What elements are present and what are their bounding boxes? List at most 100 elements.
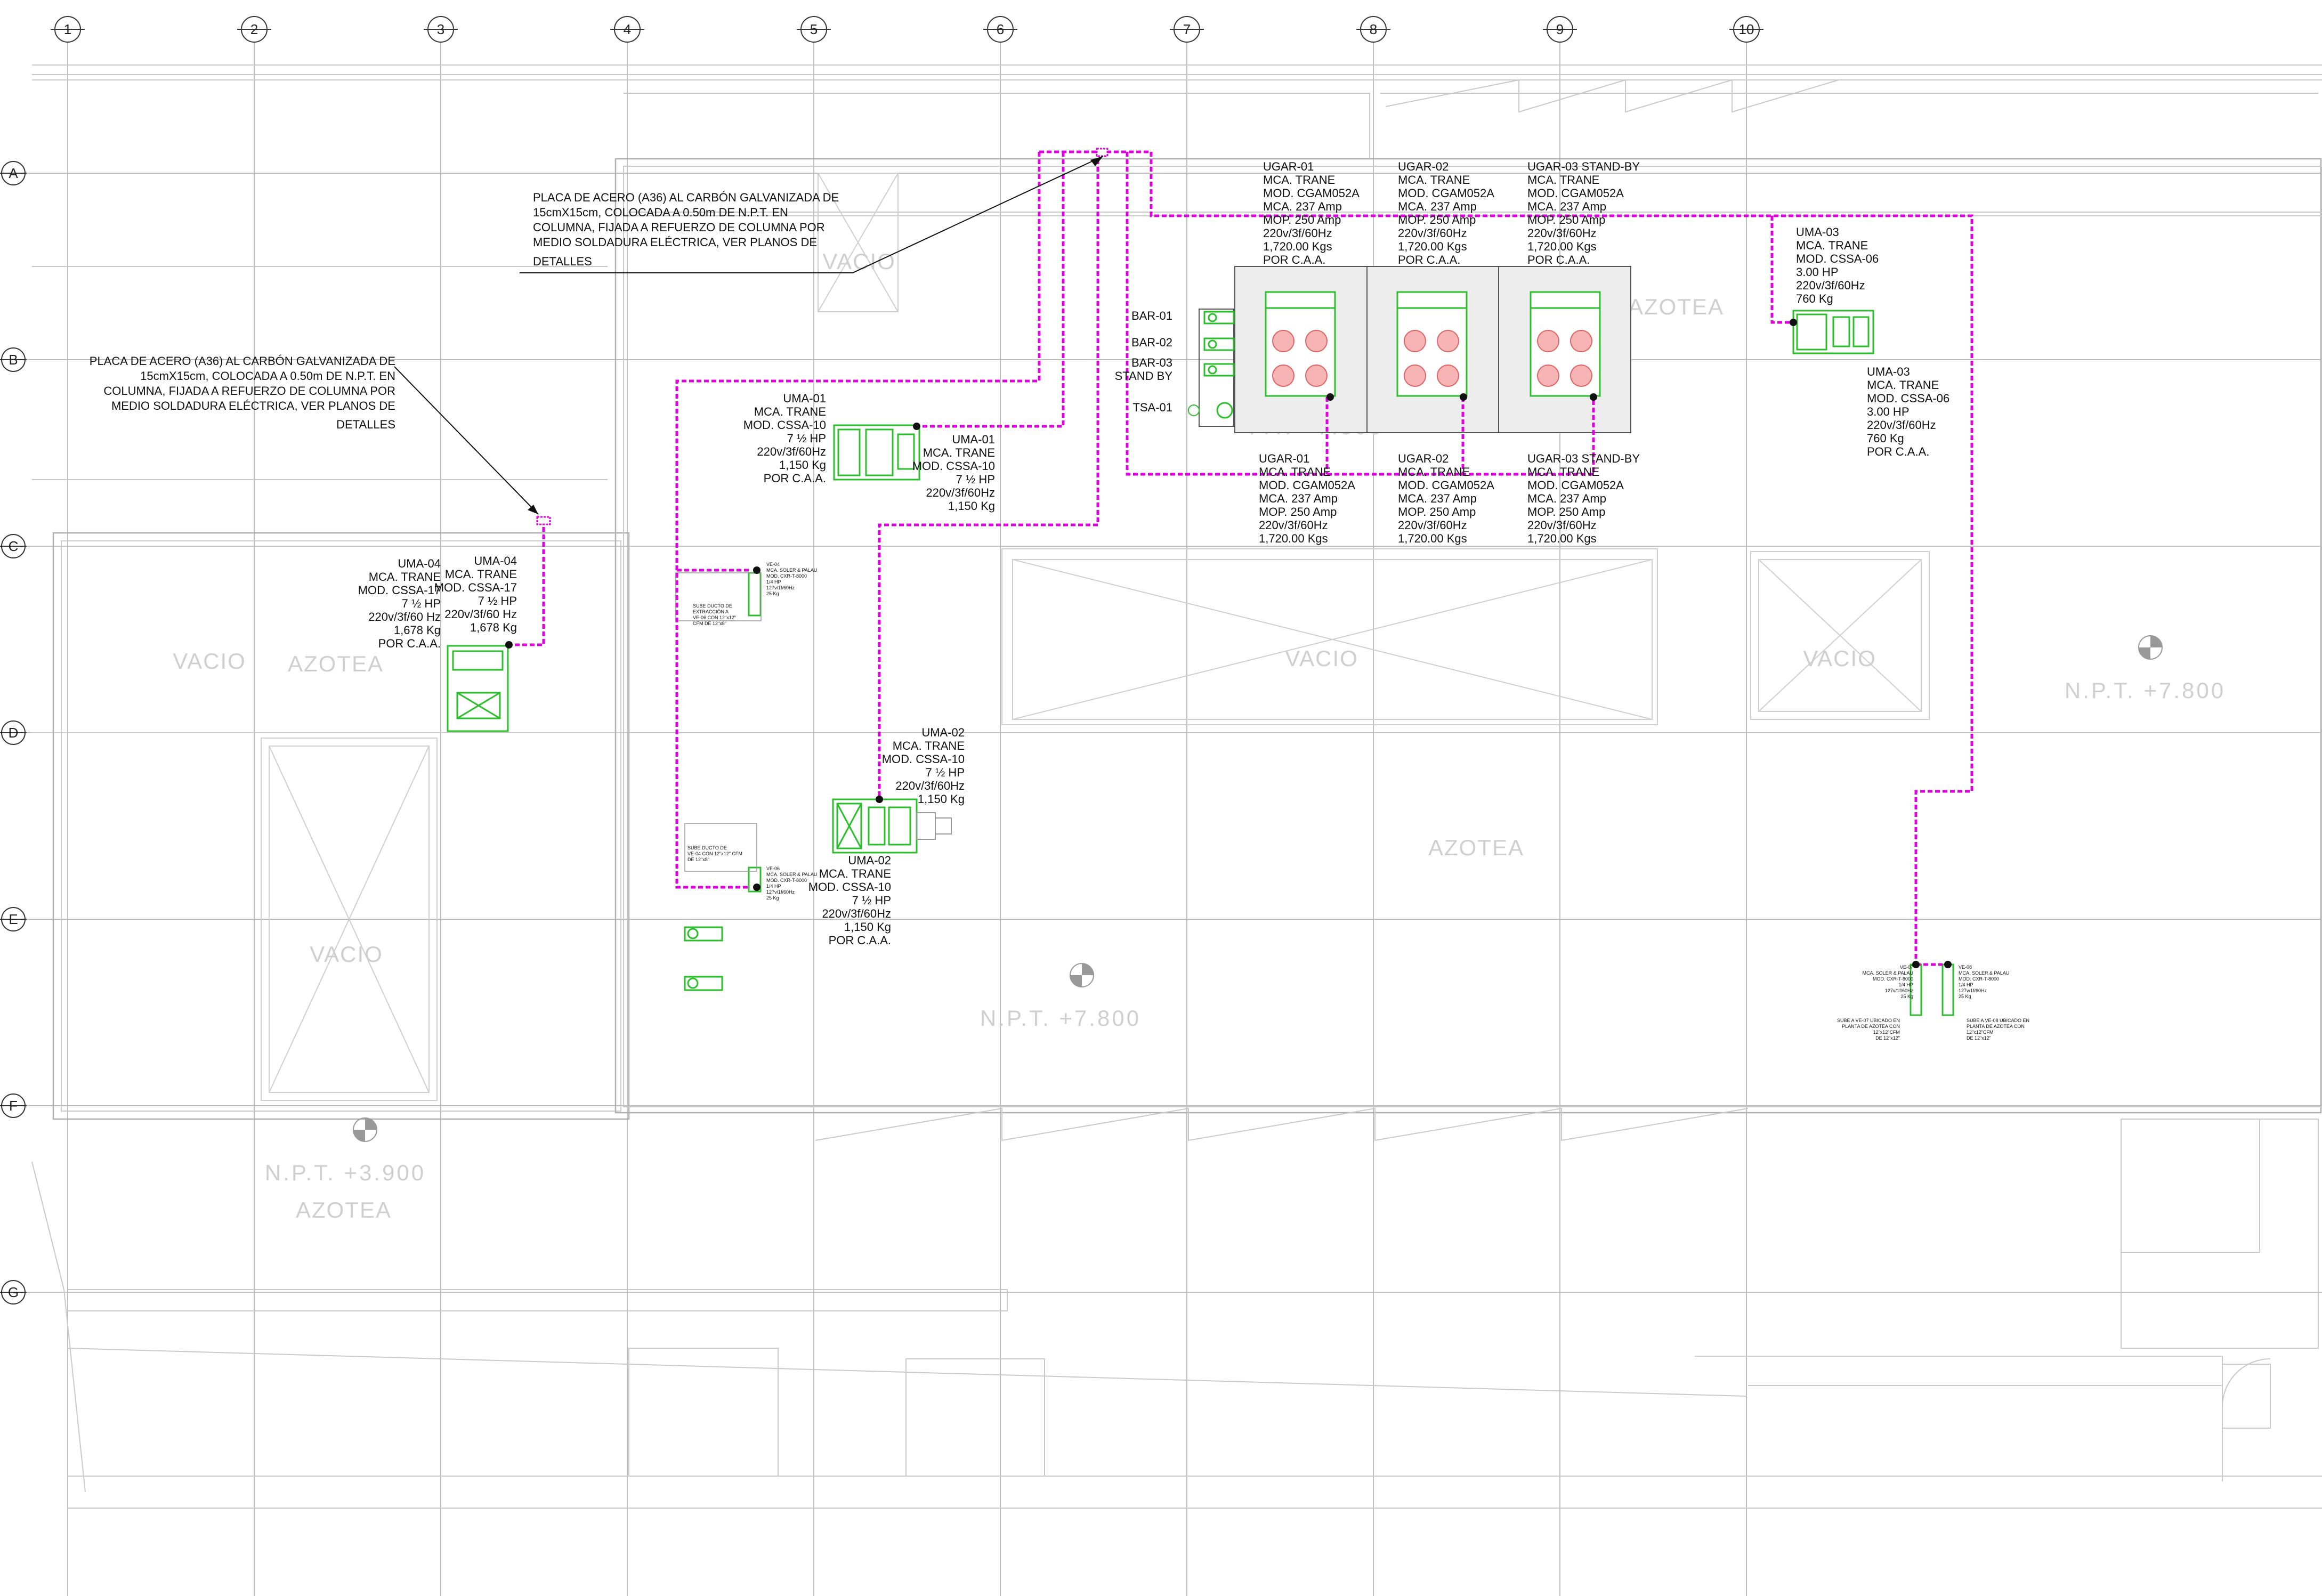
column-label: 10 — [1739, 21, 1754, 37]
svg-text:MCA. TRANE: MCA. TRANE — [1259, 465, 1331, 479]
svg-text:MCA. TRANE: MCA. TRANE — [1527, 173, 1599, 187]
uma-01-unit — [833, 424, 920, 481]
uma-04-unit — [447, 645, 509, 732]
svg-text:MOP. 250 Amp: MOP. 250 Amp — [1259, 505, 1337, 519]
svg-text:UMA-03: UMA-03 — [1867, 365, 1910, 378]
svg-text:MCA. TRANE: MCA. TRANE — [1398, 465, 1470, 479]
note-leaders — [394, 156, 1104, 515]
svg-text:220v/3f/60Hz: 220v/3f/60Hz — [1867, 418, 1936, 432]
column-bubble: 4 — [610, 16, 644, 43]
svg-text:BAR-03: BAR-03 — [1131, 356, 1172, 369]
architecture — [31, 64, 2322, 1509]
zone-vacio: VACIO — [1803, 646, 1876, 671]
svg-text:MOD. CSSA-10: MOD. CSSA-10 — [743, 418, 826, 432]
svg-text:127v/1f/60Hz: 127v/1f/60Hz — [1885, 988, 1914, 993]
svg-text:MOD. CSSA-06: MOD. CSSA-06 — [1867, 392, 1949, 405]
ahu-units — [447, 310, 1954, 1016]
svg-text:1,720.00 Kgs: 1,720.00 Kgs — [1398, 240, 1467, 253]
svg-text:UMA-02: UMA-02 — [848, 854, 891, 867]
svg-text:MCA. 237 Amp: MCA. 237 Amp — [1263, 200, 1342, 213]
svg-text:UMA-04: UMA-04 — [474, 554, 517, 568]
row-bubble: G — [0, 1280, 27, 1305]
note-line: COLUMNA, FIJADA A REFUERZO DE COLUMNA PO… — [533, 221, 825, 234]
svg-text:MOD. CGAM052A: MOD. CGAM052A — [1527, 187, 1624, 200]
uma-04-label-left: UMA-04 MCA. TRANE MOD. CSSA-17 7 ½ HP 22… — [358, 557, 441, 650]
uma-01-label-left: UMA-01 MCA. TRANE MOD. CSSA-10 7 ½ HP 22… — [743, 392, 826, 485]
svg-text:MCA. TRANE: MCA. TRANE — [893, 739, 965, 752]
row-bubble: D — [0, 720, 27, 745]
column-bubble: 2 — [237, 16, 271, 43]
svg-text:127v/1f/60Hz: 127v/1f/60Hz — [766, 889, 795, 895]
column-bubble: 3 — [424, 16, 458, 43]
svg-text:MCA. TRANE: MCA. TRANE — [754, 405, 826, 418]
zone-vacio: VACIO — [310, 942, 383, 967]
svg-text:220v/3f/60Hz: 220v/3f/60Hz — [1263, 226, 1332, 240]
uma-03-label-top: UMA-03 MCA. TRANE MOD. CSSA-06 3.00 HP 2… — [1796, 225, 1879, 305]
row-label: A — [9, 165, 18, 181]
svg-text:MCA. TRANE: MCA. TRANE — [369, 570, 441, 584]
chiller-ugar-02 — [1396, 291, 1468, 397]
exhaust-fans — [675, 572, 1954, 1016]
svg-text:7 ½ HP: 7 ½ HP — [478, 594, 517, 607]
level-label: N.P.T. +7.800 — [2065, 678, 2226, 703]
zone-azotea: AZOTEA — [1628, 294, 1724, 319]
svg-text:MOP. 250 Amp: MOP. 250 Amp — [1527, 213, 1605, 226]
row-label: G — [8, 1284, 19, 1300]
zone-azotea: AZOTEA — [296, 1197, 392, 1222]
svg-text:VE-07: VE-07 — [1900, 965, 1913, 970]
svg-text:MCA. SOLER & PALAU: MCA. SOLER & PALAU — [1959, 970, 2009, 976]
svg-text:7 ½ HP: 7 ½ HP — [852, 894, 891, 907]
svg-text:MOD. CXR-T-8000: MOD. CXR-T-8000 — [766, 878, 807, 883]
bar-pumps — [1188, 309, 1235, 427]
svg-text:MOD. CSSA-10: MOD. CSSA-10 — [912, 459, 995, 473]
svg-text:UMA-01: UMA-01 — [783, 392, 826, 405]
svg-text:UGAR-02: UGAR-02 — [1398, 452, 1449, 465]
svg-text:220v/3f/60Hz: 220v/3f/60Hz — [1796, 279, 1865, 292]
svg-text:MCA. 237 Amp: MCA. 237 Amp — [1259, 492, 1338, 505]
svg-text:VE-06 CON 12"x12": VE-06 CON 12"x12" — [693, 615, 736, 620]
svg-text:220v/3f/60 Hz: 220v/3f/60 Hz — [444, 607, 517, 621]
svg-text:BAR-01: BAR-01 — [1131, 309, 1172, 322]
exhaust-fan-note-3: VE-07 MCA. SOLER & PALAU MOD. CXR-T-8000… — [1863, 965, 1914, 999]
svg-text:MOD. CSSA-17: MOD. CSSA-17 — [358, 584, 441, 597]
column-label: 9 — [1556, 21, 1564, 37]
svg-text:UMA-01: UMA-01 — [952, 433, 995, 446]
svg-text:POR C.A.A.: POR C.A.A. — [1398, 253, 1460, 266]
grid-bubbles-rows: A B C D E F G — [0, 161, 27, 1305]
exhaust-fan-duct-note-4: SUBE A VE-08 UBICADO EN PLANTA DE AZOTEA… — [1967, 1018, 2029, 1041]
stair-hatch — [628, 1119, 2319, 1477]
row-label: C — [9, 538, 19, 554]
svg-text:MCA. TRANE: MCA. TRANE — [1867, 378, 1939, 392]
svg-text:MOD. CGAM052A: MOD. CGAM052A — [1259, 479, 1355, 492]
svg-text:UMA-04: UMA-04 — [398, 557, 441, 570]
plate-note-top: PLACA DE ACERO (A36) AL CARBÓN GALVANIZA… — [533, 191, 839, 268]
svg-text:220v/3f/60Hz: 220v/3f/60Hz — [1398, 519, 1467, 532]
svg-text:UGAR-01: UGAR-01 — [1263, 160, 1314, 173]
row-label: B — [9, 352, 18, 368]
column-bubble: 10 — [1729, 16, 1763, 43]
svg-text:MCA. 237 Amp: MCA. 237 Amp — [1527, 200, 1606, 213]
exhaust-fan-duct-note-2: SUBE DUCTO DE VE-04 CON 12"x12" CFM DE 1… — [687, 845, 742, 862]
svg-text:DE 12"x12": DE 12"x12" — [1875, 1035, 1900, 1041]
svg-text:25 Kg: 25 Kg — [766, 591, 779, 596]
svg-text:UMA-02: UMA-02 — [921, 726, 965, 739]
svg-text:STAND BY: STAND BY — [1115, 369, 1173, 383]
svg-text:25 Kg: 25 Kg — [766, 895, 779, 901]
note-line: PLACA DE ACERO (A36) AL CARBÓN GALVANIZA… — [533, 191, 839, 204]
svg-text:SUBE A VE-07 UBICADO EN: SUBE A VE-07 UBICADO EN — [1837, 1018, 1900, 1023]
svg-text:220v/3f/60Hz: 220v/3f/60Hz — [822, 907, 891, 920]
row-bubble: B — [0, 347, 27, 372]
svg-text:MCA. 237 Amp: MCA. 237 Amp — [1398, 200, 1477, 213]
svg-text:MOD. CGAM052A: MOD. CGAM052A — [1398, 187, 1494, 200]
svg-text:1/4 HP: 1/4 HP — [1898, 982, 1913, 987]
svg-text:POR C.A.A.: POR C.A.A. — [1867, 445, 1929, 458]
uma-01-label-right: UMA-01 MCA. TRANE MOD. CSSA-10 7 ½ HP 22… — [912, 433, 995, 513]
svg-text:MCA. SOLER & PALAU: MCA. SOLER & PALAU — [1863, 970, 1913, 976]
svg-text:MCA. TRANE: MCA. TRANE — [1398, 173, 1470, 187]
svg-text:25 Kg: 25 Kg — [1900, 994, 1913, 999]
column-bubble: 7 — [1170, 16, 1204, 43]
svg-text:220v/3f/60Hz: 220v/3f/60Hz — [1398, 226, 1467, 240]
svg-text:MOP. 250 Amp: MOP. 250 Amp — [1398, 505, 1476, 519]
ugar-02-label-bottom: UGAR-02 MCA. TRANE MOD. CGAM052A MCA. 23… — [1398, 452, 1494, 545]
